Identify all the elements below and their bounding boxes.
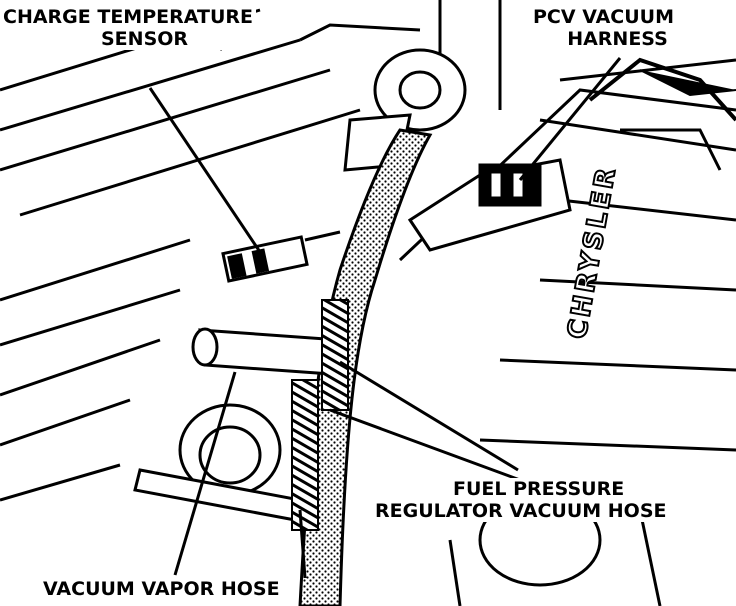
charge-temperature-sensor-label: CHARGE TEMPERATURE SENSOR: [0, 6, 256, 50]
leader-lines: [148, 31, 622, 579]
charge-temperature-sensor: [221, 230, 341, 283]
spring-hose-right: [321, 299, 349, 411]
fuel-pressure-regulator: [133, 327, 347, 522]
vacuum-vapor-hose-label: VACUUM VAPOR HOSE: [40, 578, 283, 600]
brand-lettering: CHRYSLER: [562, 163, 622, 341]
charge-temperature-line2: SENSOR: [101, 28, 189, 50]
pcv-vacuum-harness-label: PCV VACUUM HARNESS: [530, 6, 678, 50]
engine-background: [0, 0, 502, 502]
pcv-line2: HARNESS: [567, 28, 668, 50]
fuel-line2: REGULATOR VACUUM HOSE: [375, 500, 667, 522]
pcv-line1: PCV VACUUM: [533, 6, 675, 28]
spring-hose-left: [291, 379, 319, 531]
pcv-harness-connector: [407, 158, 572, 252]
vacuum-vapor-text: VACUUM VAPOR HOSE: [43, 578, 280, 600]
pcv-vacuum-hose: [298, 128, 433, 606]
fuel-pressure-regulator-hose-label: FUEL PRESSURE REGULATOR VACUUM HOSE: [372, 478, 670, 522]
fuel-line1: FUEL PRESSURE: [453, 478, 625, 500]
charge-temperature-line1: CHARGE TEMPERATURE: [3, 6, 253, 28]
